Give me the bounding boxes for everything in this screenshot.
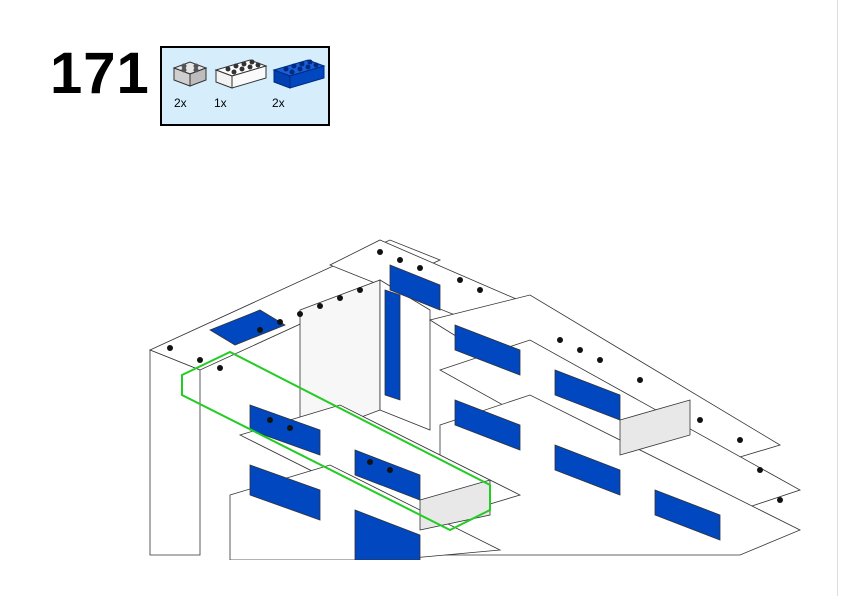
- blue-brick-2x4-icon: [272, 59, 326, 89]
- part-qty: 1x: [214, 96, 227, 110]
- model-illustration: [148, 239, 801, 560]
- parts-callout: 2x 1x 2x: [160, 46, 330, 126]
- gray-brick-2x2-icon: [172, 61, 208, 87]
- step-number: 171: [50, 41, 150, 106]
- part-qty: 2x: [272, 96, 285, 110]
- page-edge-divider: [837, 0, 838, 596]
- part-qty: 2x: [174, 96, 187, 110]
- white-brick-2x4-icon: [214, 59, 268, 89]
- new-parts-highlight: [181, 350, 491, 532]
